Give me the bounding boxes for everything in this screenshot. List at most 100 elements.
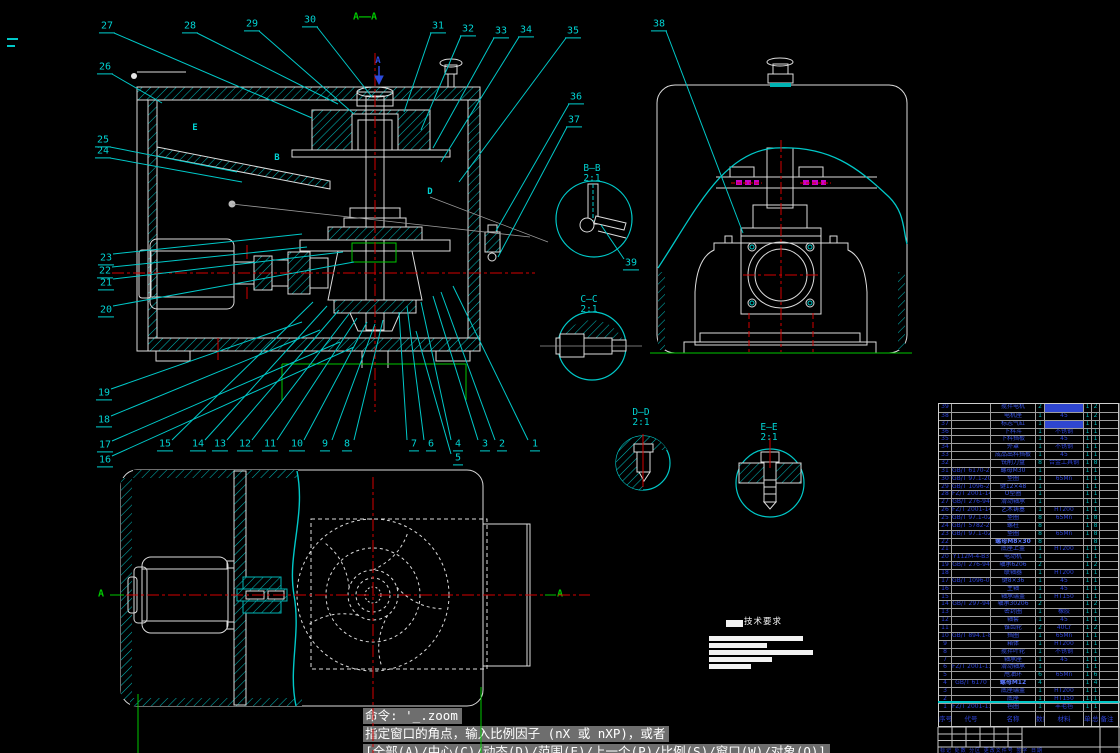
bom-cell: 备注 bbox=[1100, 714, 1114, 723]
bom-cell: 1 bbox=[1036, 703, 1045, 711]
bom-row-6: 6FZ/T 2001-1398滑动轴承111 bbox=[939, 663, 1118, 672]
callout-20: 20 bbox=[97, 304, 115, 318]
drawing-letter-1: A bbox=[375, 56, 381, 66]
bom-cell: GB/T 1096-2003 bbox=[952, 483, 991, 491]
command-options[interactable]: [全部(A)/中心(C)/动态(D)/范围(E)/上一个(P)/比例(S)/窗口… bbox=[333, 729, 830, 753]
callout-38: 38 bbox=[650, 18, 668, 32]
bom-header-row: 序号代号名称数量材料单件总计备注 bbox=[939, 710, 1118, 726]
bom-cell: 1 bbox=[1084, 530, 1092, 538]
callout-7: 7 bbox=[408, 438, 420, 452]
bom-cell: 代号 bbox=[952, 711, 991, 726]
bom-cell: 1 bbox=[1092, 577, 1100, 585]
bom-cell bbox=[952, 444, 991, 452]
callout-10: 10 bbox=[288, 438, 306, 452]
bom-cell: 1 bbox=[1092, 499, 1100, 507]
detail-view-label-BB: B—B 2:1 bbox=[583, 163, 601, 184]
bom-cell bbox=[1045, 483, 1084, 491]
bom-cell: 1 bbox=[1084, 687, 1092, 695]
bom-separator-line bbox=[938, 701, 1120, 703]
bom-cell: HT150 bbox=[1045, 593, 1084, 601]
detail-view-label-EE: E—E 2:1 bbox=[760, 422, 778, 443]
bom-cell: 1 bbox=[1092, 428, 1100, 436]
bom-cell: HT200 bbox=[1045, 546, 1084, 554]
bom-cell: 数量 bbox=[1036, 711, 1045, 726]
bom-cell: GB/T 97.1-02 bbox=[952, 530, 991, 538]
callout-1: 1 bbox=[529, 438, 541, 452]
bom-cell: HT200 bbox=[1045, 507, 1084, 515]
bom-cell: 1 bbox=[1092, 593, 1100, 601]
bom-cell: 17 bbox=[939, 577, 952, 585]
bom-cell: 37 bbox=[939, 420, 952, 428]
callout-28: 28 bbox=[181, 21, 199, 34]
bom-cell: 1 bbox=[1092, 570, 1100, 577]
bom-cell: 1 bbox=[1084, 640, 1092, 648]
bom-cell: 轴套 bbox=[991, 617, 1036, 625]
bom-cell: 羊毛毡 bbox=[1045, 703, 1084, 711]
bom-cell: 1 bbox=[1084, 680, 1092, 687]
bom-cell: 1 bbox=[1092, 703, 1100, 711]
callout-26: 26 bbox=[96, 61, 114, 75]
bom-cell: 1 bbox=[1036, 452, 1045, 460]
bom-cell: FZ/T 2001-1407 bbox=[952, 507, 991, 515]
bom-cell: 2 bbox=[1092, 412, 1100, 420]
bom-cell: 1 bbox=[1092, 452, 1100, 460]
bom-cell: 1 bbox=[1084, 412, 1092, 420]
bom-cell: FZ/T 2001-1402 bbox=[952, 491, 991, 499]
bom-cell: 1 bbox=[1036, 577, 1045, 585]
bom-cell: 1 bbox=[1092, 475, 1100, 483]
bom-cell: 1 bbox=[1036, 507, 1045, 515]
bom-cell: 2 bbox=[1092, 404, 1100, 412]
bom-cell: 垫圈 bbox=[991, 475, 1036, 483]
bom-cell: 26 bbox=[939, 507, 952, 515]
callout-27: 27 bbox=[98, 21, 116, 34]
bom-cell bbox=[952, 687, 991, 695]
callout-13: 13 bbox=[211, 438, 229, 452]
bom-cell: 1 bbox=[1036, 467, 1045, 475]
bom-cell: 1 bbox=[1084, 672, 1092, 680]
bom-cell: 31 bbox=[939, 467, 952, 475]
bom-cell bbox=[1045, 499, 1084, 507]
callout-14: 14 bbox=[189, 438, 207, 452]
bom-cell: 45 bbox=[1045, 617, 1084, 625]
bom-cell: GB/T 97.1-2002 bbox=[952, 475, 991, 483]
bom-cell: 28 bbox=[939, 491, 952, 499]
bom-cell: 10 bbox=[939, 632, 952, 640]
bom-cell: 7 bbox=[939, 656, 952, 664]
bom-cell bbox=[1045, 601, 1084, 609]
bom-cell: 1 bbox=[1036, 570, 1045, 577]
bom-cell bbox=[952, 452, 991, 460]
bom-cell: 8 bbox=[1092, 515, 1100, 522]
bom-cell: 8 bbox=[1092, 530, 1100, 538]
command-prompt: 指定窗口的角点，输入比例因子 (nX 或 nXP)，或者 bbox=[333, 711, 670, 742]
detail-view-label-DD: D—D 2:1 bbox=[632, 407, 650, 428]
bom-cell: 1 bbox=[1036, 475, 1045, 483]
callout-8: 8 bbox=[341, 438, 353, 452]
bom-cell: 密封圈 bbox=[991, 609, 1036, 617]
bom-cell: 6 bbox=[939, 664, 952, 672]
callout-34: 34 bbox=[517, 24, 535, 38]
callout-29: 29 bbox=[243, 18, 261, 32]
callout-2: 2 bbox=[496, 438, 508, 452]
callout-24: 24 bbox=[94, 145, 112, 159]
bom-cell: 1 bbox=[1036, 609, 1045, 617]
bom-cell bbox=[952, 617, 991, 625]
bom-cell bbox=[1045, 562, 1084, 570]
bom-cell: 45 bbox=[1045, 436, 1084, 444]
bom-table: 39搅拌电机2███1238电机座1451237标志气缸1███1136下料斗1… bbox=[938, 403, 1119, 727]
bom-cell: 底座 bbox=[991, 695, 1036, 703]
bom-cell: 1 bbox=[1092, 546, 1100, 554]
bom-cell: O型圈 bbox=[991, 491, 1036, 499]
bom-cell: 底座上盖 bbox=[991, 546, 1036, 554]
bom-cell: 8 bbox=[1036, 515, 1045, 522]
